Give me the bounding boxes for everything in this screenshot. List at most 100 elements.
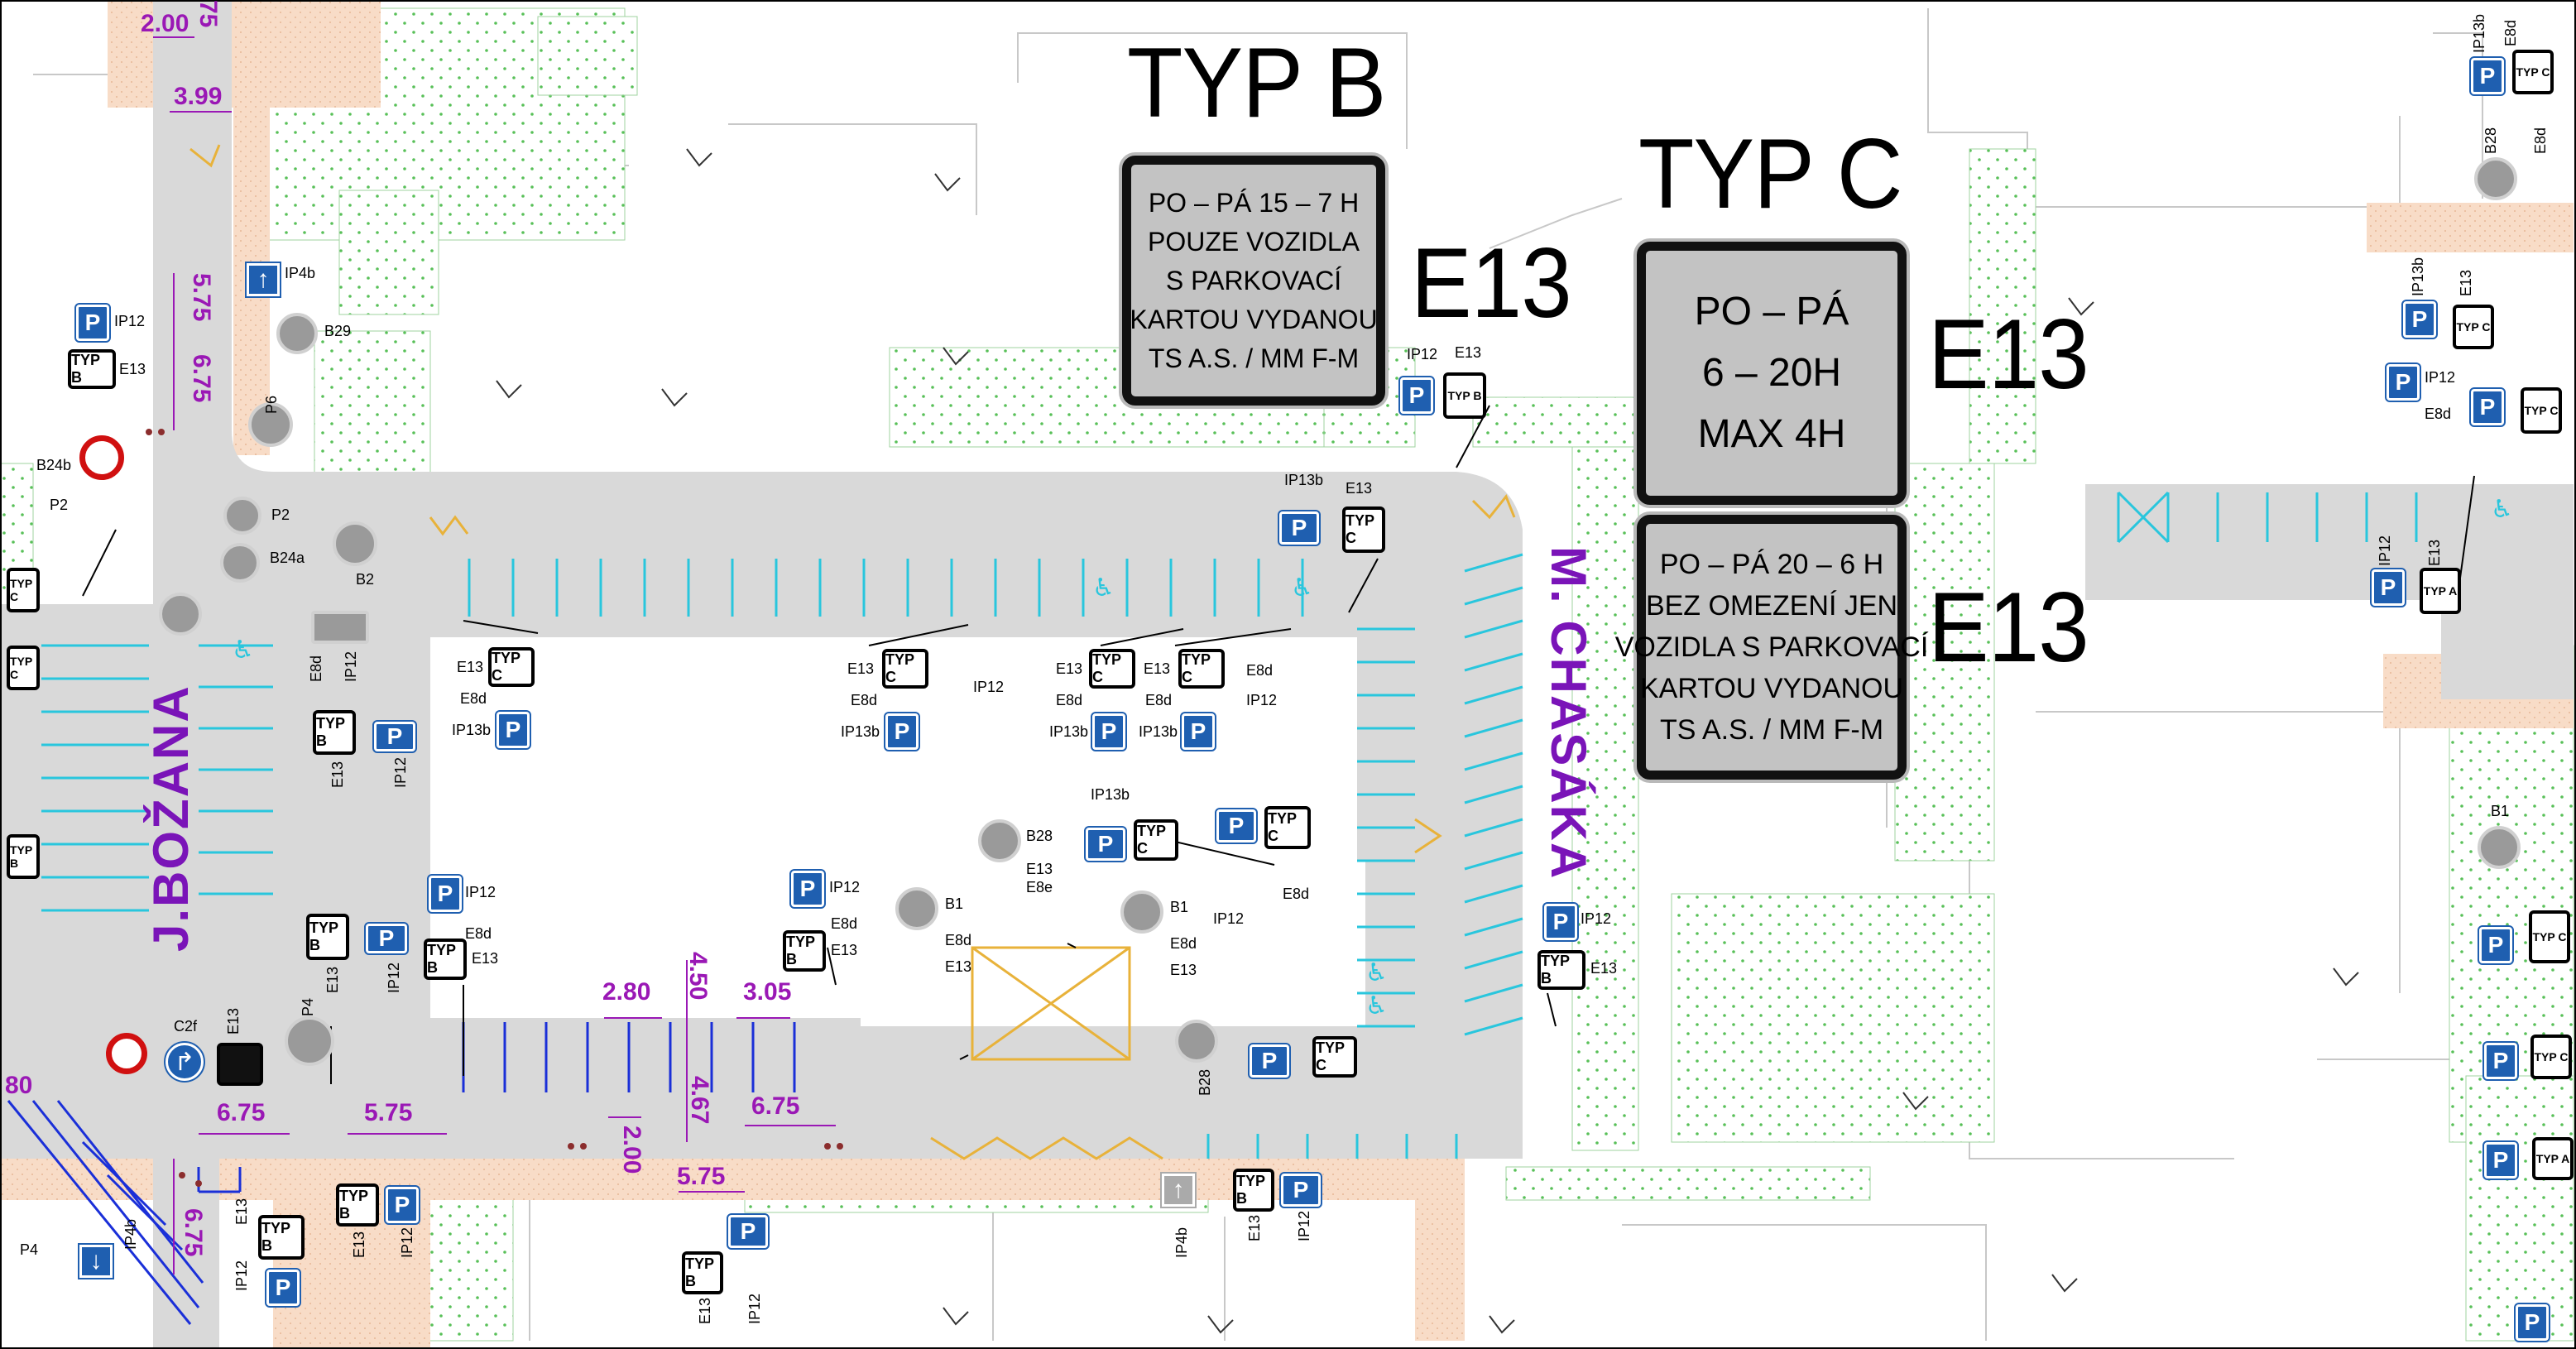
- sign-code: E13: [233, 1198, 250, 1225]
- typ-c-tag: TYP C: [1089, 649, 1135, 689]
- sign-code: IP12: [1213, 910, 1245, 927]
- dimension-label: 6.75: [180, 1208, 207, 1257]
- sign-code: IP4b: [1173, 1227, 1190, 1258]
- typ-b-line-1: PO – PÁ 15 – 7 H: [1148, 187, 1360, 218]
- parking-stalls-inner: [1357, 627, 1415, 1028]
- typ-c-heading: TYP C: [1638, 118, 1902, 229]
- e13-label-b: E13: [1411, 228, 1572, 338]
- typ-c-tag: TYP C: [2512, 50, 2554, 94]
- parking-stalls-top: [468, 559, 1304, 617]
- sign-code: B2: [356, 571, 375, 588]
- ip12-sign: P: [372, 720, 417, 753]
- sign-code: IP12: [1581, 910, 1612, 927]
- typ-c-day-line-3: MAX 4H: [1697, 412, 1846, 456]
- sign-code: IP13b: [2471, 13, 2487, 53]
- sign-code: P4: [20, 1241, 39, 1258]
- b29-sign: [276, 313, 318, 354]
- sign-code: E8d: [945, 932, 972, 948]
- sign-code: B24a: [270, 550, 305, 566]
- typ-b-line-5: TS A.S. / MM F-M: [1148, 343, 1360, 373]
- dimension-label: 6.75: [188, 354, 215, 403]
- sign-code: E8d: [851, 692, 878, 708]
- sign-code: E13: [1246, 1214, 1263, 1241]
- typ-b-tag: TYP B: [313, 710, 356, 755]
- ip4b-sign: ↑: [245, 262, 281, 298]
- sign-code: E13: [831, 942, 858, 958]
- sign-code: E13: [472, 950, 499, 967]
- parking-stalls-bottom: [1206, 1134, 1458, 1159]
- sign-code: IP12: [343, 650, 359, 682]
- dimension-label: 6.75: [751, 1092, 800, 1120]
- sign-code: IP12: [233, 1260, 250, 1291]
- wheelchair-marks: ♿♿ ♿♿♿ ♿: [232, 495, 2513, 1020]
- ip4b-sign: ↓: [78, 1243, 114, 1279]
- sign-code: E13: [225, 1007, 242, 1035]
- svg-text:♿: ♿: [1092, 574, 1115, 602]
- ip12-sign: P: [265, 1268, 301, 1308]
- ip13b-sign: P: [2482, 1041, 2519, 1081]
- typ-c-night-line-1: PO – PÁ 20 – 6 H: [1659, 549, 1884, 580]
- sign-code: IP13b: [2410, 257, 2426, 296]
- e8d-sign: [311, 611, 369, 644]
- svg-text:♿: ♿: [1365, 958, 1388, 987]
- sign-code: E13: [945, 958, 972, 975]
- dimension-lines: [153, 36, 836, 1275]
- b1-sign: [2478, 826, 2521, 869]
- ip13b-sign: P: [1215, 808, 1258, 844]
- ip12-sign: P: [1398, 376, 1435, 415]
- dimension-label: 5.75: [364, 1099, 413, 1126]
- ip12-sign: P: [427, 874, 463, 914]
- dimension-label: 4.50: [684, 952, 712, 1001]
- ip12-sign: P: [2514, 1303, 2550, 1342]
- typ-c-tag: TYP C: [1312, 1036, 1357, 1078]
- b28-sign: [2474, 157, 2517, 200]
- ip13b-sign: P: [1084, 826, 1127, 862]
- dimension-label: 3.99: [174, 83, 223, 110]
- typ-b-plate: PO – PÁ 15 – 7 H POUZE VOZIDLA S PARKOVA…: [1122, 156, 1385, 406]
- sign-code: E8e: [1026, 879, 1053, 895]
- typ-b-heading: TYP B: [1127, 27, 1386, 138]
- ip13b-sign: P: [1248, 1043, 1291, 1079]
- sign-code: IP12: [1246, 692, 1278, 708]
- typ-c-tag: TYP C: [1264, 806, 1311, 849]
- b1-sign: [895, 887, 938, 930]
- b24a-sign: [220, 543, 260, 583]
- sign-code: IP13b: [1049, 723, 1089, 740]
- sign-code: IP4b: [122, 1218, 139, 1250]
- c2f-sign: [106, 1033, 147, 1074]
- sign-code: E13: [329, 761, 346, 788]
- b1-sign: [1120, 891, 1163, 934]
- e13-sign: [217, 1043, 263, 1086]
- ip12-sign: P: [2370, 568, 2406, 607]
- dimension-label: 5.75: [188, 273, 215, 322]
- svg-text:♿: ♿: [1365, 991, 1388, 1020]
- sign-code: E8d: [1283, 886, 1310, 902]
- sign-code: P2: [50, 497, 69, 513]
- sign-code: IP12: [2377, 535, 2393, 566]
- sign-code: E13: [1170, 962, 1197, 978]
- sign-code: IP12: [1407, 346, 1438, 362]
- dimension-label: 6.75: [217, 1099, 266, 1126]
- dimension-label: 80: [5, 1072, 33, 1099]
- sign-code: IP13b: [841, 723, 880, 740]
- dimension-label: 4.67: [686, 1076, 713, 1125]
- sign-code: IP12: [386, 962, 402, 993]
- ip12-sign: P: [1542, 902, 1579, 942]
- ip12-sign: P: [74, 303, 111, 343]
- b24b-sign: [79, 435, 124, 480]
- parking-stalls-blue: [7, 1022, 796, 1325]
- sign-code: B28: [1026, 828, 1053, 844]
- dimension-label: 5.75: [677, 1163, 726, 1190]
- typ-b-tag: TYP B: [1537, 950, 1585, 990]
- bollards: [146, 429, 843, 1187]
- sign-code: E8d: [2532, 127, 2549, 154]
- typ-b-line-4: KARTOU VYDANOU: [1130, 304, 1378, 334]
- sign-code: E13: [1590, 960, 1618, 977]
- b28-sign: [1175, 1020, 1218, 1063]
- ip13b-sign: P: [495, 710, 531, 750]
- sign-code: E13: [1455, 344, 1482, 361]
- typ-a-tag: TYP A: [2420, 568, 2461, 614]
- svg-text:♿: ♿: [232, 636, 254, 665]
